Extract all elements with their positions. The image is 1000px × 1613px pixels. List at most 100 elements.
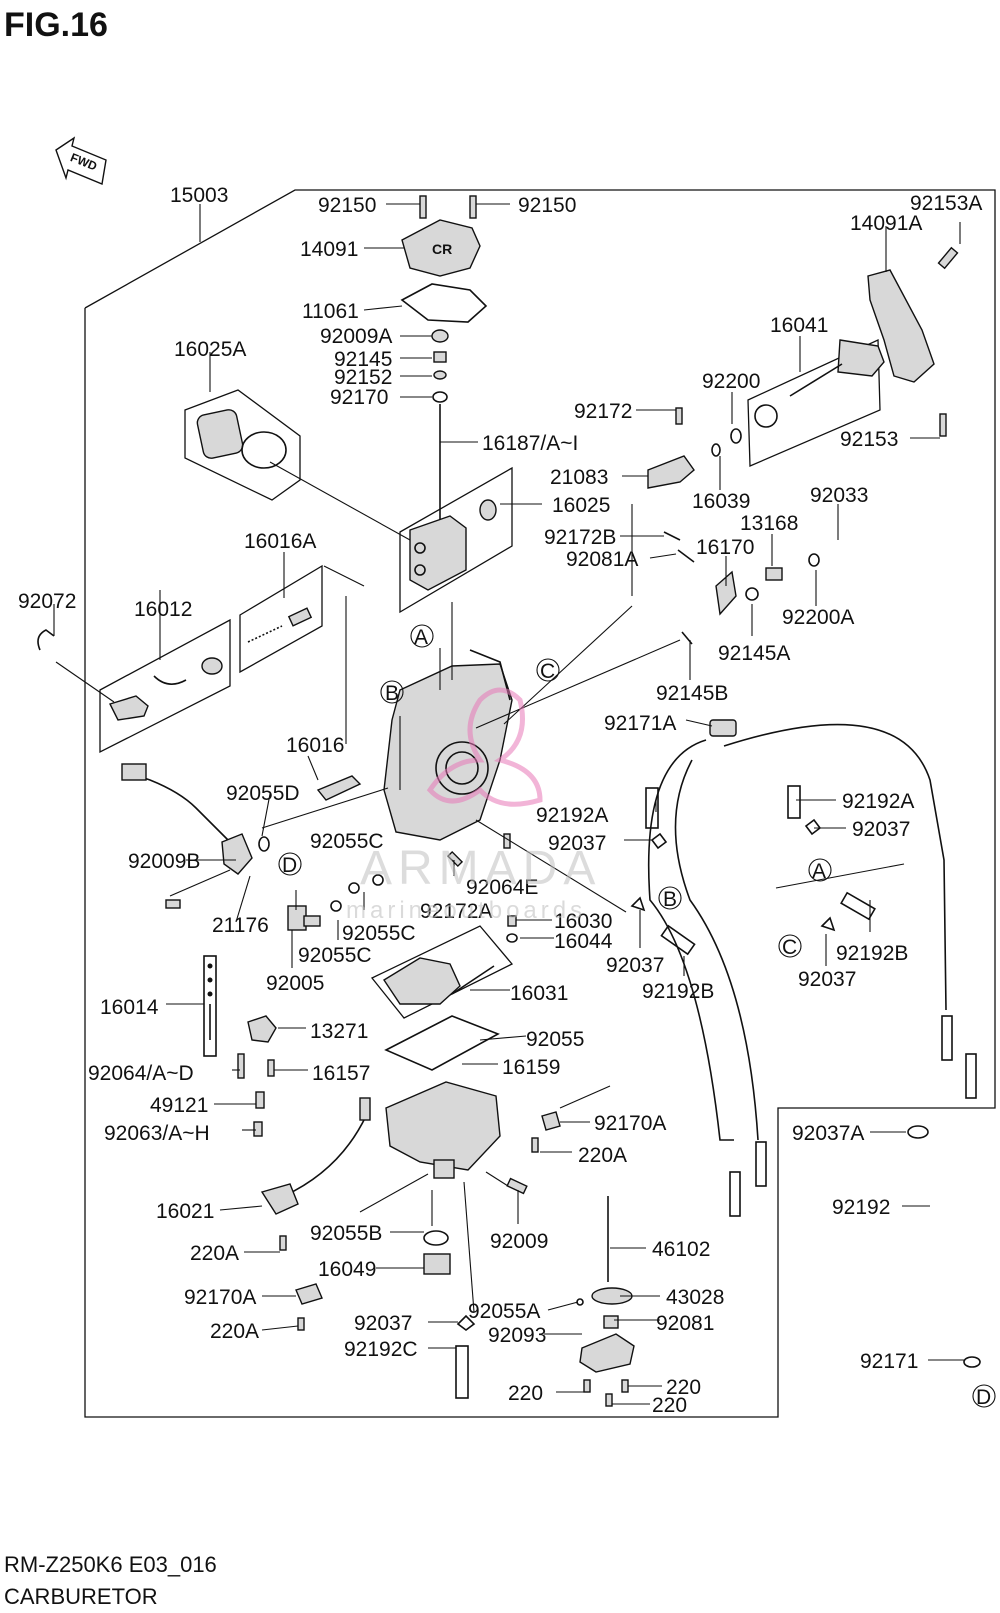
- subframe-16041: [747, 338, 881, 467]
- part-label-92009: 92009: [490, 1230, 548, 1253]
- part-label-220-left: 220: [508, 1382, 543, 1405]
- part-label-92150-left: 92150: [318, 194, 376, 217]
- model-code: RM-Z250K6 E03_016: [4, 1552, 217, 1577]
- part-label-16044: 16044: [554, 930, 613, 953]
- part-label-220A-top: 220A: [578, 1144, 627, 1167]
- leader-lines: [53, 203, 964, 1405]
- part-label-49121: 49121: [150, 1094, 208, 1117]
- watermark: ARMADA marineoutboards: [346, 687, 601, 924]
- part-label-92037-right-low: 92037: [798, 968, 856, 991]
- subframe-16031: [370, 925, 514, 1019]
- part-label-92081: 92081: [656, 1312, 714, 1335]
- part-label-15003: 15003: [170, 184, 228, 207]
- part-label-92172: 92172: [574, 400, 632, 423]
- callout-a-right: A: [812, 860, 826, 883]
- part-label-92055B: 92055B: [310, 1222, 382, 1245]
- part-label-92192B-right: 92192B: [836, 942, 908, 965]
- part-label-16049: 16049: [318, 1258, 376, 1281]
- part-label-92170A-top: 92170A: [594, 1112, 666, 1135]
- part-label-16016: 16016: [286, 734, 344, 757]
- part-label-92093: 92093: [488, 1324, 546, 1347]
- part-label-16025: 16025: [552, 494, 610, 517]
- callout-d-left: D: [282, 854, 297, 877]
- subframe-16012: [99, 618, 231, 754]
- part-label-92055C-top: 92055C: [310, 830, 384, 853]
- part-label-92037-bottom: 92037: [354, 1312, 412, 1335]
- part-label-16157: 16157: [312, 1062, 370, 1085]
- part-label-92192A-right: 92192A: [842, 790, 914, 813]
- part-label-16170: 16170: [696, 536, 754, 559]
- part-label-13168: 13168: [740, 512, 798, 535]
- part-label-92153: 92153: [840, 428, 898, 451]
- svg-text:CR: CR: [432, 241, 452, 257]
- callout-b-right: B: [663, 888, 677, 911]
- part-label-92171: 92171: [860, 1350, 918, 1373]
- part-label-16030: 16030: [554, 910, 612, 933]
- part-labels: 15003 92150 92150 14091 11061 92009A 921…: [18, 184, 982, 1417]
- callout-a-top: A: [414, 626, 428, 649]
- part-label-92055A: 92055A: [468, 1300, 540, 1323]
- part-label-92172B: 92172B: [544, 526, 616, 549]
- part-label-92064E: 92064E: [466, 876, 538, 899]
- part-label-92033: 92033: [810, 484, 868, 507]
- part-label-92037-low: 92037: [606, 954, 664, 977]
- watermark-sub: marineoutboards: [346, 897, 586, 924]
- part-label-16014: 16014: [100, 996, 159, 1019]
- part-label-92171A: 92171A: [604, 712, 676, 735]
- part-label-16021: 16021: [156, 1200, 214, 1223]
- part-label-92200A: 92200A: [782, 606, 854, 629]
- part-label-16159: 16159: [502, 1056, 560, 1079]
- part-label-92200: 92200: [702, 370, 760, 393]
- figure-title: FIG.16: [4, 6, 108, 44]
- part-label-16025A: 16025A: [174, 338, 246, 361]
- watermark-brand: ARMADA: [360, 842, 601, 895]
- part-label-92153A: 92153A: [910, 192, 982, 215]
- part-label-92063: 92063/A~H: [104, 1122, 210, 1145]
- part-label-16031: 16031: [510, 982, 568, 1005]
- part-label-92055C-low: 92055C: [298, 944, 372, 967]
- part-label-92192C: 92192C: [344, 1338, 418, 1361]
- part-label-92170: 92170: [330, 386, 388, 409]
- section-name: CARBURETOR: [4, 1584, 158, 1609]
- part-label-220-right: 220: [666, 1376, 701, 1399]
- part-label-92005: 92005: [266, 972, 324, 995]
- part-label-220A-mid: 220A: [190, 1242, 239, 1265]
- part-label-92145A: 92145A: [718, 642, 790, 665]
- callout-c-right: C: [782, 936, 797, 959]
- part-label-92150-right: 92150: [518, 194, 576, 217]
- part-label-16016A: 16016A: [244, 530, 316, 553]
- part-label-14091: 14091: [300, 238, 358, 261]
- part-label-92037A: 92037A: [792, 1122, 864, 1145]
- part-label-16041: 16041: [770, 314, 828, 337]
- part-label-92145B: 92145B: [656, 682, 728, 705]
- part-label-92152: 92152: [334, 366, 392, 389]
- part-label-14091A: 14091A: [850, 212, 922, 235]
- part-label-92081A: 92081A: [566, 548, 638, 571]
- part-label-92037-right: 92037: [852, 818, 910, 841]
- part-label-16012: 16012: [134, 598, 192, 621]
- part-label-92037-mid: 92037: [548, 832, 606, 855]
- assembly-frame: [84, 189, 996, 1418]
- part-label-21176: 21176: [212, 914, 269, 937]
- subframe-16025: [399, 466, 513, 614]
- callout-b-top: B: [385, 682, 399, 705]
- fwd-arrow-icon: FWD: [55, 136, 107, 185]
- part-label-92192B-low: 92192B: [642, 980, 714, 1003]
- part-label-92009A: 92009A: [320, 325, 392, 348]
- part-label-92055: 92055: [526, 1028, 584, 1051]
- part-label-16187: 16187/A~I: [482, 432, 578, 455]
- part-label-92072: 92072: [18, 590, 76, 613]
- part-label-13271: 13271: [310, 1020, 368, 1043]
- callout-letters: A B C D A B C D: [278, 624, 996, 1409]
- part-label-92192: 92192: [832, 1196, 890, 1219]
- part-label-11061: 11061: [302, 300, 359, 323]
- part-label-92055C-mid: 92055C: [342, 922, 416, 945]
- part-label-220-low: 220: [652, 1394, 687, 1417]
- part-label-46102: 46102: [652, 1238, 710, 1261]
- part-label-92055D: 92055D: [226, 782, 300, 805]
- part-label-92145: 92145: [334, 348, 392, 371]
- part-label-220A-low: 220A: [210, 1320, 259, 1343]
- part-label-92172A: 92172A: [420, 900, 492, 923]
- callout-d-right: D: [976, 1386, 991, 1409]
- callout-c-top: C: [540, 660, 555, 683]
